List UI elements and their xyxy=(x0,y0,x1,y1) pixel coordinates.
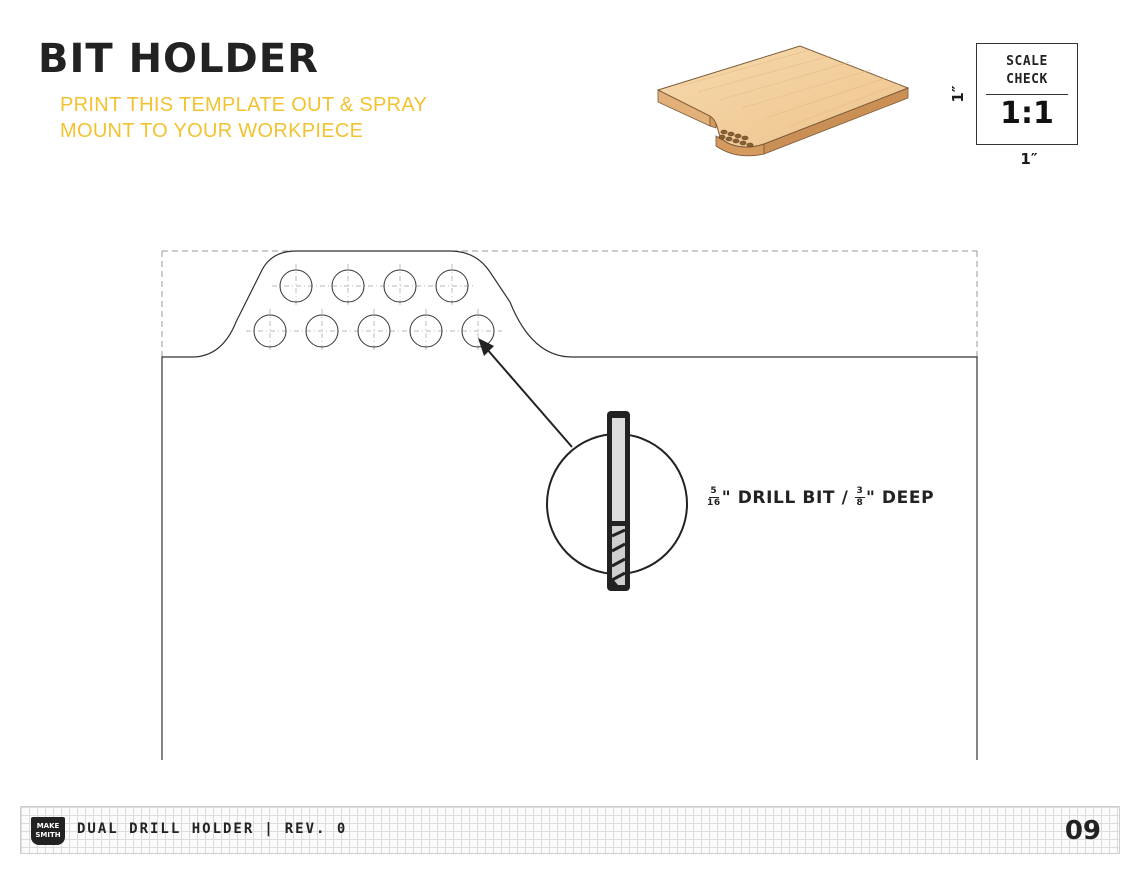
page-title: BIT HOLDER xyxy=(38,36,319,82)
scale-divider xyxy=(986,94,1068,95)
drill-hole xyxy=(461,314,495,348)
scale-check-label: SCALE CHECK xyxy=(977,44,1077,89)
drill-hole xyxy=(357,314,391,348)
project-name: DUAL DRILL HOLDER xyxy=(77,821,255,837)
footer-title: DUAL DRILL HOLDER | REV. 0 xyxy=(77,821,347,837)
stock-outline xyxy=(161,250,978,357)
scale-label-line-2: CHECK xyxy=(1006,72,1048,87)
drill-hole xyxy=(331,269,365,303)
fraction-bar xyxy=(854,497,865,498)
hole-centerlines xyxy=(246,264,502,353)
fraction-bar xyxy=(708,497,719,498)
depth-numerator: 3 xyxy=(856,486,864,496)
instructions: PRINT THIS TEMPLATE OUT & SPRAY MOUNT TO… xyxy=(60,92,427,144)
part-profile xyxy=(161,250,978,760)
revision: REV. 0 xyxy=(284,821,348,837)
logo-line-1: MAKE xyxy=(36,822,60,830)
bit-size-fraction: 5 16 xyxy=(707,487,721,508)
bit-size-denominator: 16 xyxy=(707,498,721,508)
footer-separator: | xyxy=(264,821,275,837)
workpiece-preview-illustration xyxy=(656,45,910,157)
drill-bit-icon xyxy=(607,411,630,591)
drill-bit-detail xyxy=(546,411,688,591)
instructions-line-1: PRINT THIS TEMPLATE OUT & SPRAY xyxy=(60,94,428,116)
drill-bit-callout: 5 16 " DRILL BIT / 3 8 " DEEP xyxy=(707,487,934,508)
drill-hole xyxy=(279,269,313,303)
depth-text: " DEEP xyxy=(865,487,935,508)
drill-hole xyxy=(383,269,417,303)
drill-hole xyxy=(409,314,443,348)
depth-fraction: 3 8 xyxy=(854,486,865,508)
footer-bar: MAKE SMITH DUAL DRILL HOLDER | REV. 0 09 xyxy=(20,806,1120,854)
drill-hole xyxy=(253,314,287,348)
makesmith-logo: MAKE SMITH xyxy=(31,817,65,845)
callout-arrow xyxy=(478,338,573,448)
depth-denominator: 8 xyxy=(856,498,864,508)
page-number: 09 xyxy=(1064,816,1101,846)
scale-label-line-1: SCALE xyxy=(1006,54,1048,69)
scale-check-box: SCALE CHECK 1:1 xyxy=(976,43,1078,145)
bit-size-numerator: 5 xyxy=(710,486,718,496)
scale-ratio: 1:1 xyxy=(1000,96,1054,131)
logo-line-2: SMITH xyxy=(35,831,61,839)
drill-hole xyxy=(305,314,339,348)
drill-holes xyxy=(253,269,495,348)
instructions-line-2: MOUNT TO YOUR WORKPIECE xyxy=(60,120,364,142)
scale-dimension-horizontal: 1″ xyxy=(1020,150,1038,168)
bit-text: " DRILL BIT / xyxy=(721,487,855,508)
drill-hole xyxy=(435,269,469,303)
